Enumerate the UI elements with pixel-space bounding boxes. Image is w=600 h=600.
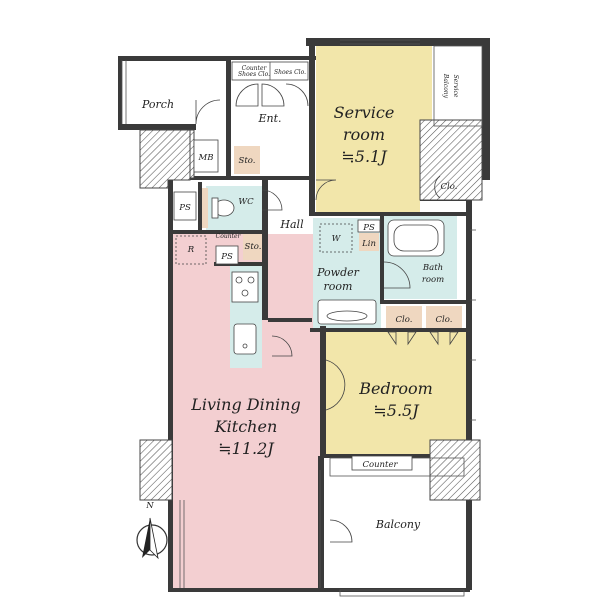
storage-hall-label: Sto. <box>245 242 262 252</box>
entrance-label: Ent. <box>257 112 281 125</box>
balcony-label: Balcony <box>375 518 421 531</box>
service-balcony-label-2: Balcony <box>442 73 449 99</box>
wc-label: WC <box>238 197 254 207</box>
kitchen-sink <box>233 323 257 355</box>
service-room-area <box>316 46 432 214</box>
ps-left-box <box>173 191 197 221</box>
powder-label-1: Powder <box>316 266 360 279</box>
ldk-label-2: Kitchen <box>214 417 278 436</box>
powder-label-2: room <box>324 280 353 293</box>
service-room-size: ≒5.1J <box>341 147 388 166</box>
porch-label: Porch <box>141 98 174 111</box>
ps-kitchen-box <box>215 245 239 265</box>
room-labels: Porch MB Ent. Counter Shoes Clo. Shoes C… <box>141 65 459 531</box>
refrigerator-label: R <box>187 245 195 255</box>
service-room-label-1: Service <box>334 103 395 122</box>
ldk-label-1: Living Dining <box>190 395 300 414</box>
ldk-size: ≒11.2J <box>218 439 275 458</box>
bath-label-2: room <box>422 275 444 285</box>
linen-label: Lin <box>361 239 376 249</box>
wc-storage-area <box>199 188 208 228</box>
counter-shoes-bottom-label: Shoes Clo. <box>238 71 270 78</box>
bedroom-area <box>325 332 466 456</box>
storage-ent-area <box>234 146 260 174</box>
washer-label: W <box>332 234 342 244</box>
bedroom-label: Bedroom <box>358 379 433 398</box>
walls <box>118 38 490 592</box>
closet-bed-1-label: Clo. <box>396 315 413 325</box>
bedroom-size: ≒5.5J <box>373 401 420 420</box>
compass: N <box>136 501 168 560</box>
stove <box>231 271 259 303</box>
ps-left-label: PS <box>178 203 191 213</box>
window-lines <box>121 39 483 597</box>
ps-powder-box <box>357 219 381 233</box>
counter-bed-label: Counter <box>362 460 398 470</box>
closet-bed-2-area <box>426 306 462 332</box>
ps-kitchen-label: PS <box>220 252 233 262</box>
compass-circle <box>136 524 168 556</box>
washer-space <box>319 223 353 253</box>
shoes-closet-label: Shoes Clo. <box>274 69 306 76</box>
compass-needle-icon <box>142 518 150 558</box>
hall-label: Hall <box>279 218 304 231</box>
mb-label: MB <box>198 153 214 163</box>
counter-shoes-top-label: Counter <box>242 65 268 72</box>
storage-hall-area <box>243 234 263 260</box>
service-balcony-label-1: Service <box>452 75 459 98</box>
columns <box>139 119 483 501</box>
storage-ent-label: Sto. <box>239 156 256 166</box>
closet-service-label: Clo. <box>441 182 458 192</box>
linen-area <box>359 233 379 251</box>
doors <box>195 83 459 543</box>
closet-bed-1-area <box>386 306 422 332</box>
closet-bed-2-label: Clo. <box>436 315 453 325</box>
counter-small-label: Counter <box>216 233 242 240</box>
fixtures <box>173 61 445 471</box>
bedroom-counter <box>351 455 413 471</box>
refrigerator-space <box>175 235 207 265</box>
bath-label-1: Bath <box>422 263 443 273</box>
ps-powder-label: PS <box>362 223 375 233</box>
compass-north-label: N <box>145 501 154 511</box>
mb-box <box>193 139 219 173</box>
service-room-label-2: room <box>343 125 385 144</box>
